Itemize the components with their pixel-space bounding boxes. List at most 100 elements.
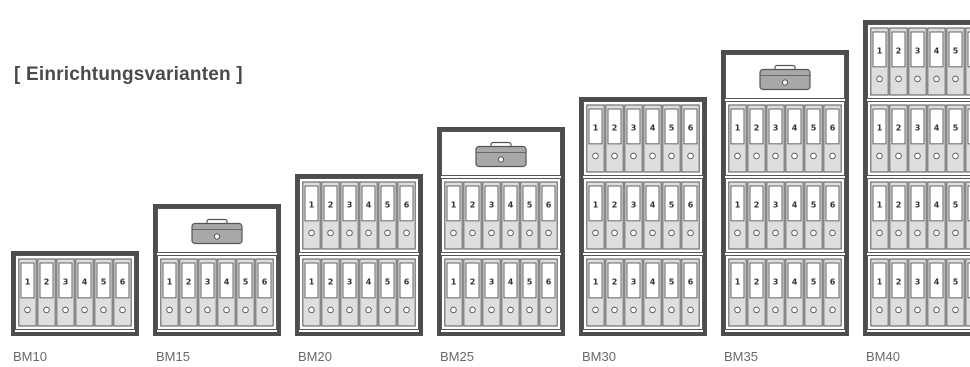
binder: 1 xyxy=(444,181,463,250)
binder-number: 5 xyxy=(669,123,675,132)
binder: 3 xyxy=(340,181,359,250)
binder-number: 3 xyxy=(63,277,69,286)
binder-number: 1 xyxy=(735,200,741,209)
binder-finger-hole xyxy=(592,229,599,237)
binder-finger-hole xyxy=(734,306,741,314)
binder-number: 2 xyxy=(328,277,334,286)
binder-finger-hole xyxy=(933,229,940,237)
binder-number: 2 xyxy=(612,123,618,132)
binder: 6 xyxy=(681,181,700,250)
cash-box-icon xyxy=(475,141,527,168)
binder-number: 2 xyxy=(470,200,476,209)
binder-number: 5 xyxy=(243,277,249,286)
binder-label-field xyxy=(768,185,783,222)
binder-finger-hole xyxy=(952,229,959,237)
binder-label-field xyxy=(929,185,944,222)
binder-number: 3 xyxy=(347,277,353,286)
binder-label-field xyxy=(664,185,679,222)
binder-label-field xyxy=(806,108,821,145)
binder: 3 xyxy=(908,27,927,96)
binder-label-field xyxy=(967,185,970,222)
binder-label-field xyxy=(626,262,641,299)
binder-label-field xyxy=(683,108,698,145)
binder: 5 xyxy=(946,27,965,96)
binder: 5 xyxy=(804,258,823,327)
binder-finger-hole xyxy=(469,229,476,237)
binder-label-field xyxy=(768,262,783,299)
binder-finger-hole xyxy=(914,306,921,314)
binder-number: 2 xyxy=(896,46,902,55)
binder-number: 3 xyxy=(915,200,921,209)
binder: 3 xyxy=(198,258,217,327)
binder-finger-hole xyxy=(630,152,637,160)
binder: 3 xyxy=(766,181,785,250)
binder: 6 xyxy=(397,181,416,250)
binder-number: 5 xyxy=(669,200,675,209)
binder-label-field xyxy=(238,262,253,299)
binder-number: 2 xyxy=(896,200,902,209)
binder-label-field xyxy=(465,185,480,222)
binder: 6 xyxy=(965,181,970,250)
binder: 4 xyxy=(359,181,378,250)
binder: 1 xyxy=(870,27,889,96)
binder-finger-hole xyxy=(346,306,353,314)
binder-number: 5 xyxy=(527,200,533,209)
binder: 1 xyxy=(160,258,179,327)
binder-number: 3 xyxy=(631,200,637,209)
binder: 2 xyxy=(889,181,908,250)
binder-number: 4 xyxy=(508,200,514,209)
binder: 2 xyxy=(747,258,766,327)
binder-finger-hole xyxy=(526,306,533,314)
binder: 3 xyxy=(908,181,927,250)
binder-finger-hole xyxy=(668,229,675,237)
binder-label-field xyxy=(77,262,92,299)
binder-number: 4 xyxy=(934,200,940,209)
binder-finger-hole xyxy=(810,306,817,314)
binder-label-field xyxy=(96,262,111,299)
binder-label-field xyxy=(891,262,906,299)
binder: 4 xyxy=(785,181,804,250)
binder-finger-hole xyxy=(384,306,391,314)
binder: 6 xyxy=(255,258,274,327)
binder-label-field xyxy=(20,262,35,299)
binder-number: 4 xyxy=(366,200,372,209)
page-title: [ Einrichtungsvarianten ] xyxy=(14,64,243,85)
binder-number: 1 xyxy=(25,277,31,286)
binder-number: 5 xyxy=(953,200,959,209)
binder-label-field xyxy=(910,31,925,68)
binder-label-field xyxy=(929,108,944,145)
binder-finger-hole xyxy=(223,306,230,314)
binder-number: 4 xyxy=(366,277,372,286)
binder: 2 xyxy=(747,104,766,173)
binder-finger-hole xyxy=(204,306,211,314)
binder-label-field xyxy=(541,262,556,299)
binder-number: 2 xyxy=(754,277,760,286)
binder-label-field xyxy=(787,262,802,299)
binder: 1 xyxy=(870,104,889,173)
binder-label-field xyxy=(825,185,840,222)
cabinet-label-bm30: BM30 xyxy=(582,349,616,364)
binder-finger-hole xyxy=(734,152,741,160)
binder-finger-hole xyxy=(308,229,315,237)
binder-label-field xyxy=(948,108,963,145)
binder-number: 6 xyxy=(120,277,126,286)
binder-label-field xyxy=(683,262,698,299)
binder: 1 xyxy=(870,258,889,327)
binder-label-field xyxy=(891,185,906,222)
binder-number: 2 xyxy=(754,200,760,209)
binder-label-field xyxy=(730,108,745,145)
binder: 4 xyxy=(927,104,946,173)
binder: 4 xyxy=(927,181,946,250)
binder-number: 1 xyxy=(451,200,457,209)
cabinet-label-bm20: BM20 xyxy=(298,349,332,364)
binder-finger-hole xyxy=(384,229,391,237)
binder: 5 xyxy=(946,258,965,327)
binder-number: 5 xyxy=(101,277,107,286)
binder-label-field xyxy=(929,31,944,68)
